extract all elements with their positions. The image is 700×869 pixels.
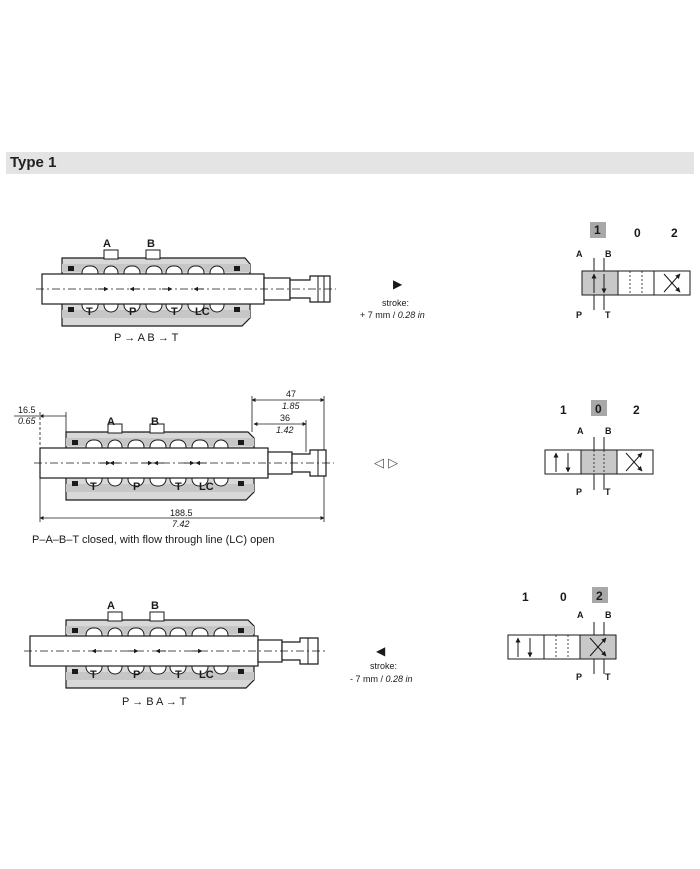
- symbol-port-a: A: [576, 249, 583, 259]
- symbol-pos-1: 1: [560, 403, 567, 417]
- port-t2-label: T: [175, 669, 182, 681]
- port-t1-label: T: [90, 481, 97, 493]
- symbol-port-p: P: [576, 487, 582, 497]
- valve-symbol: 1 0 2 A B P T: [544, 400, 654, 497]
- dim-left-in: 0.65: [18, 416, 37, 426]
- neutral-arrows-icon: ◁ ▷: [374, 456, 398, 471]
- direction-arrow-icon: ▶: [393, 277, 403, 291]
- symbol-pos-2: 2: [596, 589, 603, 603]
- stroke-label: stroke:: [382, 298, 409, 308]
- dim-left-mm: 16.5: [18, 405, 36, 415]
- port-a-label: A: [107, 416, 115, 428]
- port-b-label: B: [151, 600, 159, 612]
- symbol-port-p: P: [576, 310, 582, 320]
- symbol-pos-0: 0: [634, 226, 641, 240]
- symbol-port-b: B: [605, 249, 612, 259]
- stroke-label: stroke:: [370, 661, 397, 671]
- port-lc-label: LC: [195, 306, 210, 318]
- valve-section-3: A B T P T LC P → B A → T ◀ stroke: - 7 m…: [24, 587, 617, 708]
- valve-section-1: A B T P T LC P → A B → T ▶ stroke: + 7 m…: [36, 222, 691, 344]
- dimension-lines: [14, 396, 325, 522]
- dim-top2-mm: 36: [280, 413, 290, 423]
- dim-bottom-in: 7.42: [172, 519, 190, 529]
- valve-symbol: 1 0 2 A B P T: [576, 222, 691, 320]
- port-lc-label: LC: [199, 481, 214, 493]
- port-b-label: B: [151, 416, 159, 428]
- port-a-label: A: [103, 238, 111, 250]
- symbol-pos-0: 0: [595, 402, 602, 416]
- symbol-pos-2: 2: [671, 226, 678, 240]
- direction-arrow-icon: ◀: [376, 644, 386, 658]
- dim-top1-in: 1.85: [282, 401, 301, 411]
- valve-section-2: 16.5 0.65 47 1.85 36 1.42 188.5 7.42 A B…: [14, 389, 654, 546]
- port-p-label: P: [133, 481, 140, 493]
- flow-caption: P → B A → T: [122, 696, 187, 708]
- symbol-port-t: T: [605, 672, 611, 682]
- port-t2-label: T: [171, 306, 178, 318]
- section-title: Type 1: [10, 154, 57, 171]
- dim-top1-mm: 47: [286, 389, 296, 399]
- symbol-port-t: T: [605, 310, 611, 320]
- port-t1-label: T: [86, 306, 93, 318]
- flow-caption: P–A–B–T closed, with flow through line (…: [32, 534, 275, 546]
- port-lc-label: LC: [199, 669, 214, 681]
- stroke-value: - 7 mm / 0.28 in: [350, 674, 413, 684]
- dim-bottom-mm: 188.5: [170, 508, 193, 518]
- port-a-label: A: [107, 600, 115, 612]
- section-header: Type 1: [6, 152, 694, 174]
- symbol-pos-2: 2: [633, 403, 640, 417]
- symbol-pos-1: 1: [522, 590, 529, 604]
- symbol-port-p: P: [576, 672, 582, 682]
- port-b-label: B: [147, 238, 155, 250]
- spool: [34, 447, 334, 479]
- flow-caption: P → A B → T: [114, 332, 179, 344]
- port-p-label: P: [129, 306, 136, 318]
- spool: [36, 273, 336, 305]
- symbol-port-b: B: [605, 426, 612, 436]
- symbol-pos-0: 0: [560, 590, 567, 604]
- valve-symbol: 1 0 2 A B P T: [507, 587, 617, 682]
- port-p-label: P: [133, 669, 140, 681]
- spool: [24, 635, 326, 667]
- symbol-pos-1: 1: [594, 223, 601, 237]
- stroke-value: + 7 mm / 0.28 in: [360, 310, 425, 320]
- symbol-port-t: T: [605, 487, 611, 497]
- port-t1-label: T: [90, 669, 97, 681]
- symbol-port-a: A: [577, 426, 584, 436]
- symbol-port-b: B: [605, 610, 612, 620]
- symbol-port-a: A: [577, 610, 584, 620]
- dim-top2-in: 1.42: [276, 425, 294, 435]
- port-t2-label: T: [175, 481, 182, 493]
